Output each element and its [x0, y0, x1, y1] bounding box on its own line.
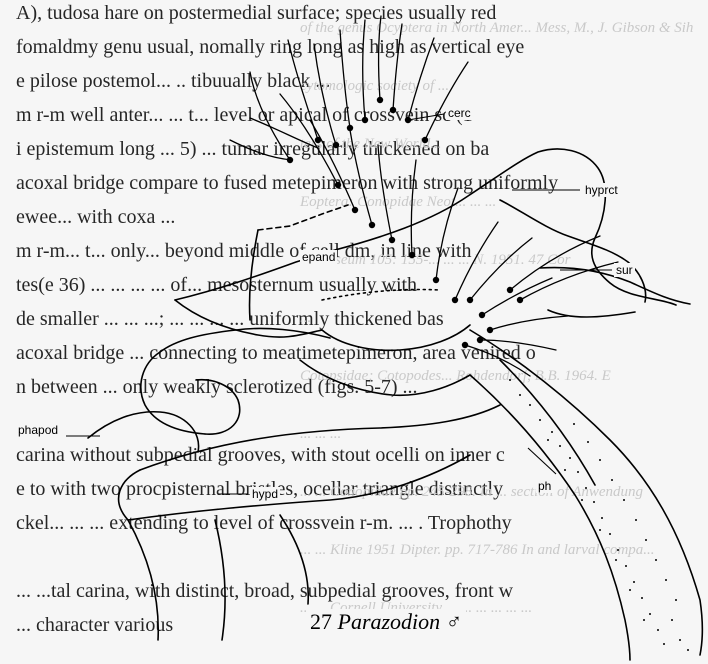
dotted-ridge: [322, 289, 440, 300]
bristle-sockets: [287, 97, 523, 348]
label-hyprct: hyprct: [583, 183, 620, 197]
label-phapod: phapod: [16, 423, 60, 437]
figure-caption: 27 Parazodion ♂: [306, 609, 466, 635]
hypandrium-lower-lobe-2: [215, 520, 225, 640]
leader-cerc: [408, 114, 444, 120]
mid-curve-2: [300, 360, 470, 395]
label-ph: ph: [536, 479, 553, 493]
phallapodeme-upper: [141, 328, 330, 434]
phallus-stippling: [509, 379, 689, 651]
phallapodeme-lower: [196, 380, 240, 434]
phallus-upper: [470, 330, 702, 655]
epandrium-inner-dashed: [258, 205, 348, 230]
mid-bulge: [322, 325, 470, 350]
label-sur: sur: [614, 263, 635, 277]
lower-lobe-curve: [280, 515, 308, 604]
figure-genus: Parazodion: [338, 609, 441, 634]
hypandrium-outline-top: [140, 405, 500, 470]
label-hypd: hypd: [250, 487, 280, 501]
bristles: [230, 16, 618, 376]
hypandrium-left-tip: [119, 470, 140, 520]
label-epand: epand: [300, 250, 337, 264]
figure-number: 27: [310, 609, 332, 634]
hypandrium-outline-bottom: [128, 455, 470, 520]
label-cerc: cerc: [446, 106, 473, 120]
leader-ph: [528, 448, 556, 474]
hypandrium-lower-lobe: [128, 520, 158, 640]
leader-lines: [66, 114, 612, 494]
male-symbol: ♂: [446, 609, 463, 634]
phallapodeme-arm: [88, 412, 199, 452]
hypoproct-outline: [500, 200, 646, 302]
